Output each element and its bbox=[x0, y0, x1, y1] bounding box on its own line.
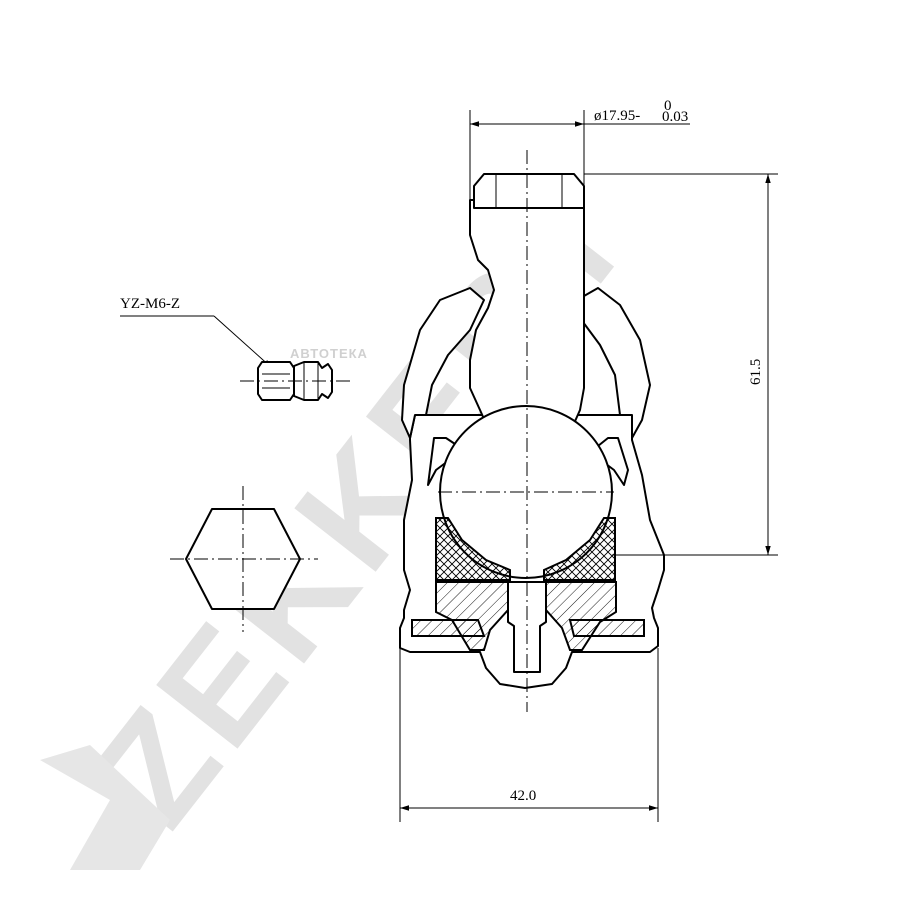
watermark-chevron-icon bbox=[40, 745, 170, 870]
height-label: 61.5 bbox=[748, 359, 764, 385]
liner-right bbox=[543, 517, 616, 581]
diameter-tol-lower: 0.03 bbox=[662, 109, 688, 125]
flange-left bbox=[411, 619, 486, 637]
hexagon-end-view-icon bbox=[170, 486, 318, 632]
width-label: 42.0 bbox=[510, 788, 536, 804]
flange-right bbox=[568, 619, 645, 637]
ball-joint-section-icon bbox=[399, 150, 665, 712]
liner-left bbox=[435, 517, 511, 581]
nipple-leader bbox=[213, 315, 273, 369]
stud-hex-nut bbox=[473, 173, 585, 209]
dimension-height: 61.5 bbox=[584, 173, 778, 556]
nipple-part-label: YZ-M6-Z bbox=[120, 296, 180, 312]
diameter-tol-upper: 0 bbox=[664, 98, 672, 114]
dust-boot-left bbox=[401, 287, 485, 439]
grease-nipple-icon: YZ-M6-Z bbox=[120, 296, 352, 401]
diameter-label: ø17.95- bbox=[594, 108, 640, 124]
dimension-diameter: ø17.95- 0 0.03 bbox=[469, 98, 690, 200]
site-watermark: АВТОТЕКА bbox=[290, 346, 368, 361]
dimension-width: 42.0 bbox=[399, 648, 659, 822]
